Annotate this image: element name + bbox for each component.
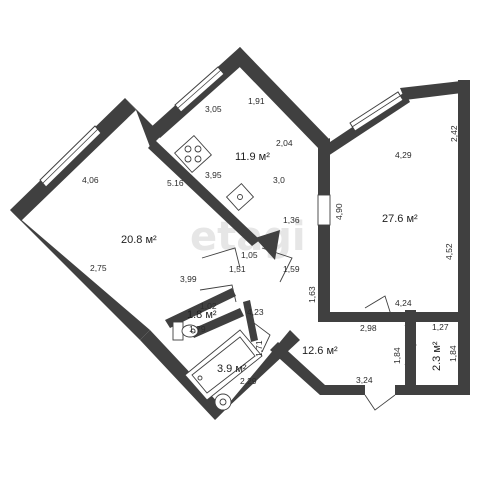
bathroom-area: 3.9 м² <box>217 363 247 375</box>
hall-dim-6: 2,98 <box>360 323 377 333</box>
kitchen-sink-icon <box>225 182 255 212</box>
hall-dim-9: 1,84 <box>392 347 402 364</box>
kitchen-dim-4: 3,95 <box>205 170 222 180</box>
bathroom-dim-1: 2,29 <box>240 376 257 386</box>
toilet-area: 1.8 м² <box>187 309 217 321</box>
doors <box>199 194 417 411</box>
kitchen-dim-1: 3,05 <box>205 104 222 114</box>
bedroom-kitchen-partition <box>148 140 260 246</box>
kitchen-living-opening <box>317 194 331 226</box>
bath-partition <box>190 308 244 338</box>
bath-hall-wall <box>243 300 258 342</box>
hall-dim-2: 1,51 <box>229 264 246 274</box>
kitchen-door <box>261 247 293 283</box>
toilet-door <box>199 284 237 303</box>
small-sink-icon <box>190 328 196 334</box>
storage-dim-1: 1,27 <box>432 322 449 332</box>
bathroom-south-wall <box>215 330 300 420</box>
living-dim-2: 2,42 <box>449 125 459 142</box>
living-dim-4: 4,52 <box>444 243 454 260</box>
bathtub-icon <box>184 329 263 401</box>
hall-dim-1: 1,05 <box>241 250 258 260</box>
living-south-wall <box>318 312 470 322</box>
hall-dim-4: 1,63 <box>307 286 317 303</box>
hall-south-wall-2 <box>395 385 410 395</box>
living-dim-3: 4,90 <box>334 203 344 220</box>
toilet-dim-2: 1,79 <box>189 324 206 334</box>
hall-dim-7: 1,71 <box>254 340 264 357</box>
hall-dim-8: 3,24 <box>356 375 373 385</box>
stove-icon <box>174 135 212 173</box>
living-east-wall <box>458 80 470 330</box>
living-dim-5: 4,24 <box>395 298 412 308</box>
storage-west-wall <box>405 310 416 395</box>
living-door <box>364 295 393 319</box>
entry-door <box>364 394 396 411</box>
storage-door <box>404 324 417 366</box>
kitchen-dim-6: 1,36 <box>283 215 300 225</box>
toilet-icon <box>172 321 199 341</box>
toilet-north-wall <box>165 288 236 328</box>
bedroom-area: 20.8 м² <box>121 234 157 246</box>
bath-door <box>249 319 271 353</box>
kitchen-dim-5: 3,0 <box>273 175 285 185</box>
hall-area: 12.6 м² <box>302 345 338 357</box>
bedroom-kitchen-corner <box>125 98 162 147</box>
living-north-wall-2 <box>400 80 470 100</box>
living-area: 27.6 м² <box>382 213 418 225</box>
kitchen-area: 11.9 м² <box>235 151 270 163</box>
bedroom-south-wall <box>10 210 150 340</box>
hall-dim-5: 4,23 <box>247 307 264 317</box>
bedroom-dim-4: 3,99 <box>180 274 197 284</box>
room-area-labels: 20.8 м² 11.9 м² 27.6 м² 12.6 м² 1.8 м² 3… <box>121 151 443 375</box>
storage-area: 2.3 м² <box>431 341 443 371</box>
windows <box>39 66 404 188</box>
kitchen-dim-2: 1,91 <box>248 96 265 106</box>
living-dim-1: 4,29 <box>395 150 412 160</box>
storage-south-wall <box>405 385 470 395</box>
bath-sink-icon <box>214 393 232 411</box>
kitchen-dim-3: 2,04 <box>276 138 293 148</box>
bedroom-dim-3: 2,75 <box>90 263 107 273</box>
kitchen-east-wall <box>230 47 330 150</box>
toilet-west-wall <box>140 330 225 420</box>
structural-column <box>255 230 280 260</box>
bedroom-dim-2: 5.16 <box>167 178 184 188</box>
storage-dim-2: 1,84 <box>448 345 458 362</box>
toilet-dim-1: 1,02 <box>200 301 217 311</box>
bedroom-door <box>201 247 241 269</box>
hall-dim-3: 1,59 <box>283 264 300 274</box>
storage-east-wall <box>458 320 470 395</box>
dimension-labels: 4,06 5.16 2,75 3,99 3,05 1,91 2,04 3,95 … <box>82 96 459 386</box>
bedroom-dim-1: 4,06 <box>82 175 99 185</box>
fixtures <box>172 135 263 411</box>
